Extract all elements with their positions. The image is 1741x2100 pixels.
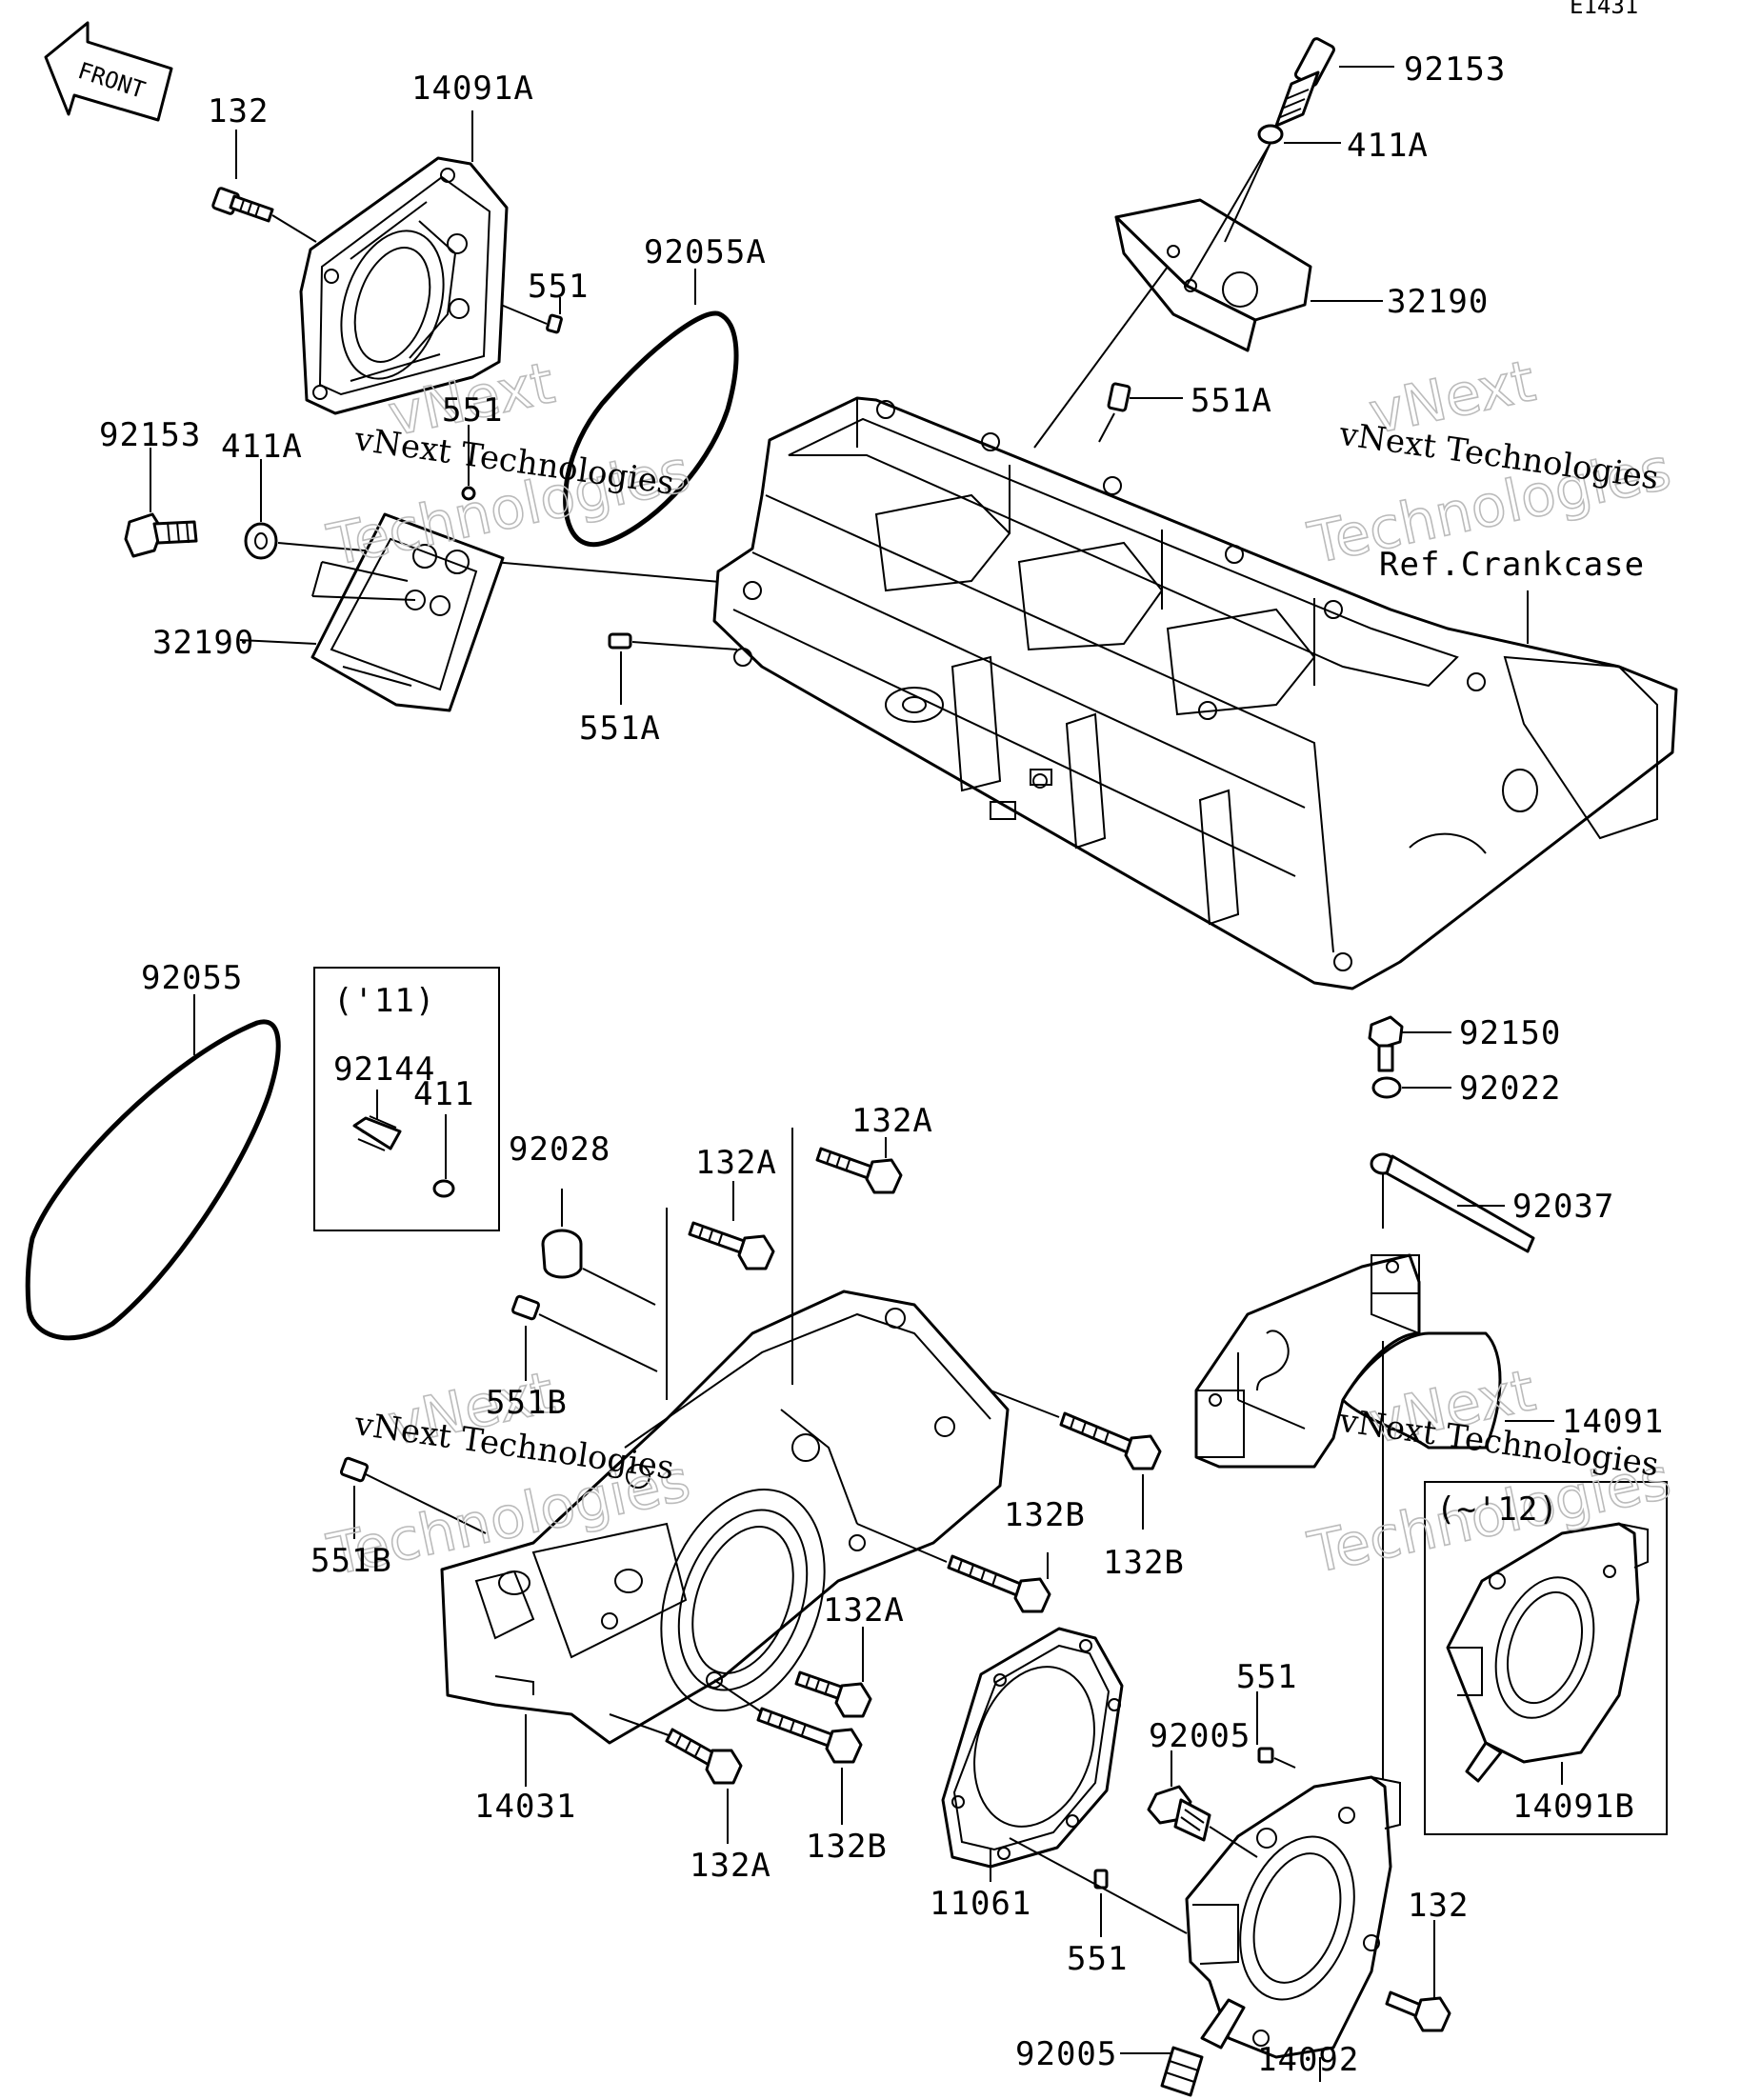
diagram-code: E1431 — [1570, 0, 1638, 19]
label-132a-4: 132A — [690, 1847, 771, 1885]
pin-551a-top — [1107, 382, 1131, 412]
label-132a-1: 132A — [851, 1102, 933, 1140]
label-92055: 92055 — [141, 959, 243, 997]
box-12 — [1424, 1481, 1668, 1835]
label-132-top: 132 — [208, 92, 269, 130]
label-ref-crankcase: Ref.Crankcase — [1379, 546, 1645, 584]
label-411a-top: 411A — [1347, 127, 1429, 165]
label-551-mid2: 551 — [1236, 1658, 1297, 1696]
label-132-bot: 132 — [1408, 1887, 1469, 1925]
bolt-132b-1 — [1059, 1411, 1162, 1470]
label-92150: 92150 — [1459, 1014, 1561, 1052]
pin-551-mid — [461, 486, 476, 501]
label-411: 411 — [413, 1075, 474, 1113]
label-92037: 92037 — [1512, 1188, 1614, 1226]
bolt-132-top — [211, 187, 274, 223]
cover-14091b — [1446, 1522, 1649, 1783]
gasket-11061 — [941, 1627, 1124, 1869]
bolt-92150 — [1368, 1015, 1404, 1072]
label-132b-1: 132B — [1004, 1496, 1086, 1534]
label-551b-2: 551B — [310, 1542, 392, 1580]
pin-551-mid2 — [1257, 1747, 1274, 1764]
label-92055a: 92055A — [644, 233, 767, 271]
front-arrow-icon: FRONT — [44, 21, 173, 122]
label-box-11: ('11) — [333, 982, 435, 1020]
label-92153-top: 92153 — [1404, 50, 1506, 89]
pin-551b-1 — [510, 1294, 541, 1321]
gasket-92055 — [25, 1019, 281, 1341]
label-14091b: 14091B — [1512, 1788, 1635, 1826]
fitting-92005-top — [1147, 1785, 1211, 1842]
bracket-32190-right — [1114, 198, 1312, 352]
gasket-92055a — [563, 310, 739, 548]
label-551-top: 551 — [528, 268, 589, 306]
washer-411a-top — [1257, 124, 1284, 145]
label-92005-top: 92005 — [1149, 1717, 1251, 1755]
washer-411a-left — [244, 522, 278, 560]
strap-92037 — [1370, 1152, 1535, 1253]
cover-14091a — [299, 156, 509, 415]
bolt-132a-1 — [815, 1147, 903, 1194]
label-551b-1: 551B — [486, 1384, 568, 1422]
spring-92144 — [352, 1115, 402, 1151]
bolt-132b-2 — [947, 1554, 1051, 1613]
pin-551-top — [546, 313, 563, 334]
label-132b-2: 132B — [1103, 1544, 1185, 1582]
bolt-132b-3 — [756, 1707, 863, 1764]
cover-14092 — [1185, 1775, 1401, 2059]
label-32190-right: 32190 — [1387, 283, 1489, 321]
bolt-132a-4 — [665, 1728, 743, 1785]
bolt-132a-3 — [794, 1670, 872, 1718]
fitting-92005-bot — [1160, 1998, 1246, 2097]
label-92005-bot: 92005 — [1015, 2035, 1117, 2073]
label-132a-2: 132A — [695, 1144, 777, 1182]
bracket-32190-left — [310, 512, 505, 712]
label-14091: 14091 — [1562, 1403, 1664, 1441]
bolt-92153-top — [1274, 37, 1335, 128]
cover-14031 — [440, 1290, 1010, 1745]
label-92153-left: 92153 — [99, 416, 201, 454]
label-92144: 92144 — [333, 1050, 435, 1089]
bolt-92153-left — [124, 512, 198, 558]
pin-551b-2 — [339, 1456, 370, 1483]
label-92028: 92028 — [509, 1130, 610, 1169]
crankcase-upper — [712, 396, 1678, 990]
label-11061: 11061 — [930, 1885, 1031, 1923]
washer-411-box — [432, 1179, 455, 1198]
label-411a-left: 411A — [221, 428, 303, 466]
sleeve-92028-body — [541, 1243, 583, 1279]
label-14031: 14031 — [474, 1788, 576, 1826]
label-132b-3: 132B — [806, 1828, 888, 1866]
label-box-12: (~'12) — [1436, 1490, 1559, 1529]
bolt-132-bot — [1385, 1990, 1451, 2032]
label-551-bot: 551 — [1067, 1940, 1128, 1978]
box-11 — [313, 967, 500, 1231]
label-551-mid: 551 — [442, 391, 503, 430]
pin-551a-mid — [608, 632, 632, 650]
label-551a-mid: 551A — [579, 710, 661, 748]
label-14091a: 14091A — [411, 70, 534, 108]
label-551a-top: 551A — [1191, 382, 1272, 420]
label-132a-3: 132A — [823, 1591, 905, 1630]
washer-92022 — [1371, 1076, 1402, 1099]
label-14092: 14092 — [1257, 2041, 1359, 2079]
label-32190-left: 32190 — [152, 624, 254, 662]
bolt-132a-2 — [688, 1221, 775, 1270]
label-92022: 92022 — [1459, 1070, 1561, 1108]
